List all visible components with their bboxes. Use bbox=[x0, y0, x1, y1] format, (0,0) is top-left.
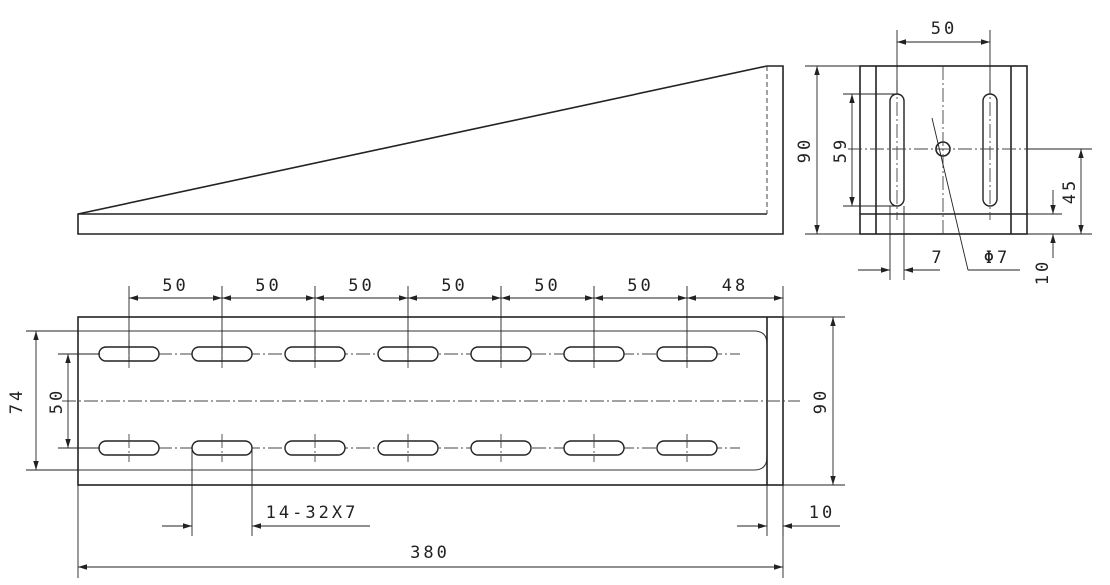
dim-base-thickness: 10 bbox=[1027, 190, 1062, 285]
dim-plan-outer: 74 bbox=[7, 330, 78, 471]
dim-hole-dia: Φ7 bbox=[931, 117, 1020, 271]
end-view bbox=[848, 65, 1040, 235]
dim-plan-rows: 50 bbox=[47, 353, 100, 449]
plan-view bbox=[62, 316, 800, 486]
side-view bbox=[77, 65, 784, 235]
dim-plan-segment-label: 48 bbox=[722, 276, 748, 296]
dim-plan-segment-label: 50 bbox=[348, 276, 374, 296]
dim-plan-outer-label: 74 bbox=[7, 388, 27, 414]
dim-slot-width: 7 bbox=[858, 206, 944, 280]
dim-end-spacing-label: 50 bbox=[931, 19, 957, 39]
dim-plan-segment-label: 50 bbox=[441, 276, 467, 296]
dim-top-width: 90 bbox=[795, 65, 860, 235]
dim-plan-right-label: 90 bbox=[811, 388, 831, 414]
dim-slot-span-label: 59 bbox=[831, 137, 851, 163]
dim-base-thickness-label: 10 bbox=[1033, 259, 1053, 285]
dim-plan-segment-label: 50 bbox=[534, 276, 560, 296]
plan-view-slots bbox=[98, 340, 718, 462]
dim-hole-height: 45 bbox=[1027, 148, 1092, 235]
dim-plan-rows-label: 50 bbox=[47, 388, 67, 414]
dim-hole-height-label: 45 bbox=[1060, 178, 1080, 204]
dim-overall-length-label: 380 bbox=[410, 543, 450, 563]
dim-plan-segment-label: 50 bbox=[627, 276, 653, 296]
dim-flange-thickness-label: 10 bbox=[809, 503, 835, 523]
dim-end-spacing: 50 bbox=[896, 19, 991, 94]
dim-flange-thickness: 10 bbox=[737, 485, 840, 536]
dim-slot-callout: 14-32X7 bbox=[162, 448, 370, 536]
dim-slot-span: 59 bbox=[831, 93, 897, 207]
dim-top-width-label: 90 bbox=[795, 137, 815, 163]
end-view-outline bbox=[859, 65, 1028, 235]
dim-plan-segment-label: 50 bbox=[162, 276, 188, 296]
dim-plan-chain: 50 50 50 50 50 50 48 bbox=[128, 276, 784, 362]
side-view-outline bbox=[77, 65, 784, 235]
dim-hole-dia-label: Φ7 bbox=[984, 248, 1010, 268]
dim-plan-right: 90 bbox=[783, 316, 845, 486]
dim-slot-width-label: 7 bbox=[931, 248, 944, 268]
dim-overall-length: 380 bbox=[77, 485, 784, 578]
dim-plan-segment-label: 50 bbox=[255, 276, 281, 296]
dim-slot-callout-label: 14-32X7 bbox=[266, 503, 359, 523]
